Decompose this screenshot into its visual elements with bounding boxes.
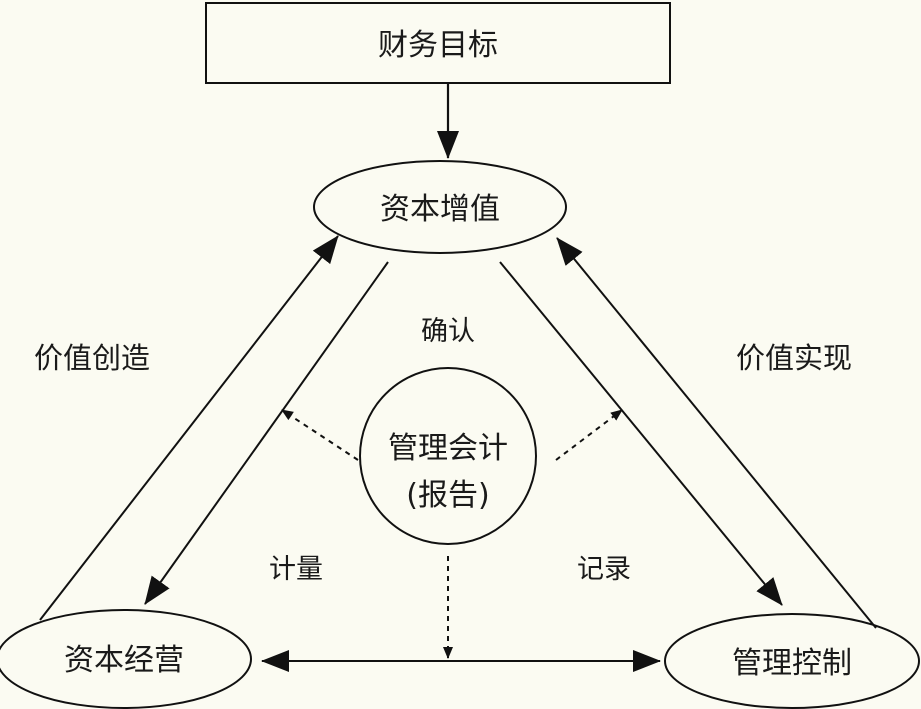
center-node: 管理会计 (报告): [359, 367, 537, 545]
value-creation-arrow: [39, 235, 339, 621]
dotted-arrow-right: [555, 409, 623, 461]
control-label: 管理控制: [732, 646, 852, 681]
value-realization-arrow: [556, 237, 877, 629]
goal-label: 财务目标: [378, 28, 498, 63]
appreciation-to-operation-arrow: [144, 261, 389, 605]
center-label-line2: (报告): [406, 478, 489, 513]
appreciation-to-control-arrow: [499, 261, 783, 606]
value-realization-label: 价值实现: [736, 341, 852, 375]
center-label-line1: 管理会计: [388, 431, 508, 466]
appreciation-label: 资本增值: [380, 192, 500, 227]
confirm-label: 确认: [421, 316, 475, 347]
measure-label: 计量: [269, 554, 323, 585]
dotted-arrow-left: [281, 409, 359, 461]
appreciation-node: 资本增值: [313, 160, 567, 254]
record-label: 记录: [577, 554, 631, 585]
operation-node: 资本经营: [0, 609, 252, 709]
value-creation-label: 价值创造: [34, 341, 150, 375]
operation-label: 资本经营: [64, 643, 184, 678]
control-node: 管理控制: [664, 613, 920, 709]
goal-box: 财务目标: [205, 2, 671, 84]
